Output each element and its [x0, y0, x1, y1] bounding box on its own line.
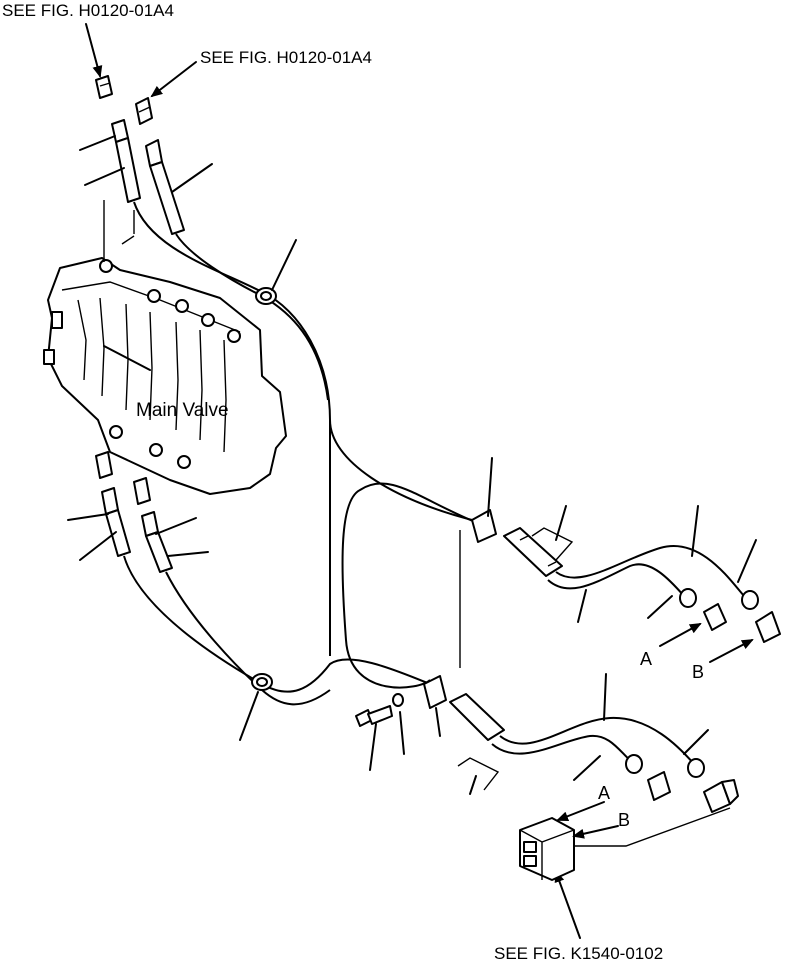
leader-line [647, 595, 673, 619]
lower-port-a-fitting [647, 771, 671, 801]
leader-line [737, 539, 757, 583]
main-valve-leader [103, 345, 151, 371]
leader-line [369, 723, 377, 771]
lower-hose-end-a [625, 754, 643, 774]
leader-line [79, 531, 117, 561]
lower-hose-end-b [687, 758, 705, 778]
port-a-upper-label: A [640, 649, 652, 669]
leader-line [239, 691, 259, 741]
leader-line [84, 167, 125, 186]
leader-line [487, 457, 493, 517]
leader-line [555, 505, 567, 541]
upper-port-b-fitting [755, 611, 781, 643]
leader-line [435, 707, 441, 737]
lower-callout-box [457, 757, 500, 791]
upper-long-hose-1 [133, 201, 481, 523]
leader-line [167, 551, 209, 557]
ref-label-bottom: SEE FIG. K1540-0102 [494, 944, 663, 962]
main-valve-label: Main Valve [136, 400, 229, 421]
upper-bracket [459, 509, 497, 668]
leader-line [603, 673, 607, 721]
port-a-lower-label: A [598, 783, 610, 803]
arrow-a-lower [556, 801, 605, 822]
lower-hose-to-port-a [491, 734, 633, 763]
lower-short-hose-right [141, 511, 173, 573]
lower-valve-outlet-right [133, 477, 151, 505]
lower-short-hose-left [101, 487, 131, 557]
leader-line [577, 589, 587, 623]
leader-line [67, 513, 109, 521]
upper-hose-to-port-b [555, 545, 745, 597]
arrow-a-upper [659, 623, 702, 647]
upper-hose-clamp [255, 287, 277, 305]
top-right-fitting [135, 97, 153, 125]
arrow-b-lower [572, 825, 619, 839]
upper-hose-sleeve [503, 527, 563, 577]
upper-short-hose-right [145, 139, 185, 235]
hidden-line [121, 235, 135, 245]
port-b-upper-label: B [692, 662, 704, 682]
lower-port-b-fitting [703, 779, 739, 813]
lower-hose-to-port-b [499, 716, 695, 765]
ref-arrow-bottom [554, 870, 581, 939]
arrow-b-upper [709, 639, 754, 663]
leader-line [573, 755, 601, 781]
upper-hose-to-port-a [547, 563, 685, 597]
upper-port-a-fitting [703, 603, 727, 631]
leader-line [683, 729, 709, 755]
main-valve-body [43, 257, 287, 495]
washer [392, 693, 404, 707]
lower-hose-clamp [251, 673, 273, 691]
port-b-lower-label: B [618, 810, 630, 830]
upper-hose-end-b [741, 590, 759, 610]
mounting-bolt [355, 705, 393, 727]
ref-label-top-left: SEE FIG. H0120-01A4 [2, 1, 174, 20]
upper-short-hose-left [111, 119, 141, 203]
lower-valve-outlet-left [95, 451, 113, 479]
ref-arrow-top-right [150, 61, 197, 98]
leader-line [171, 163, 213, 193]
lower-hose-sleeve [449, 693, 505, 741]
upper-loop-hose [341, 482, 481, 689]
lower-bracket [423, 675, 447, 709]
top-left-fitting [95, 75, 113, 99]
lower-long-hose-1 [123, 555, 431, 693]
leader-line [155, 517, 197, 535]
leader-line [469, 775, 477, 795]
leader-line [691, 505, 699, 557]
ref-arrow-top-left [85, 23, 103, 78]
leader-line [399, 711, 405, 755]
leader-line [271, 239, 297, 291]
solenoid-valve-block [519, 807, 731, 881]
upper-hose-end-a [679, 588, 697, 608]
ref-label-top-right: SEE FIG. H0120-01A4 [200, 48, 372, 67]
leader-line [79, 135, 116, 151]
